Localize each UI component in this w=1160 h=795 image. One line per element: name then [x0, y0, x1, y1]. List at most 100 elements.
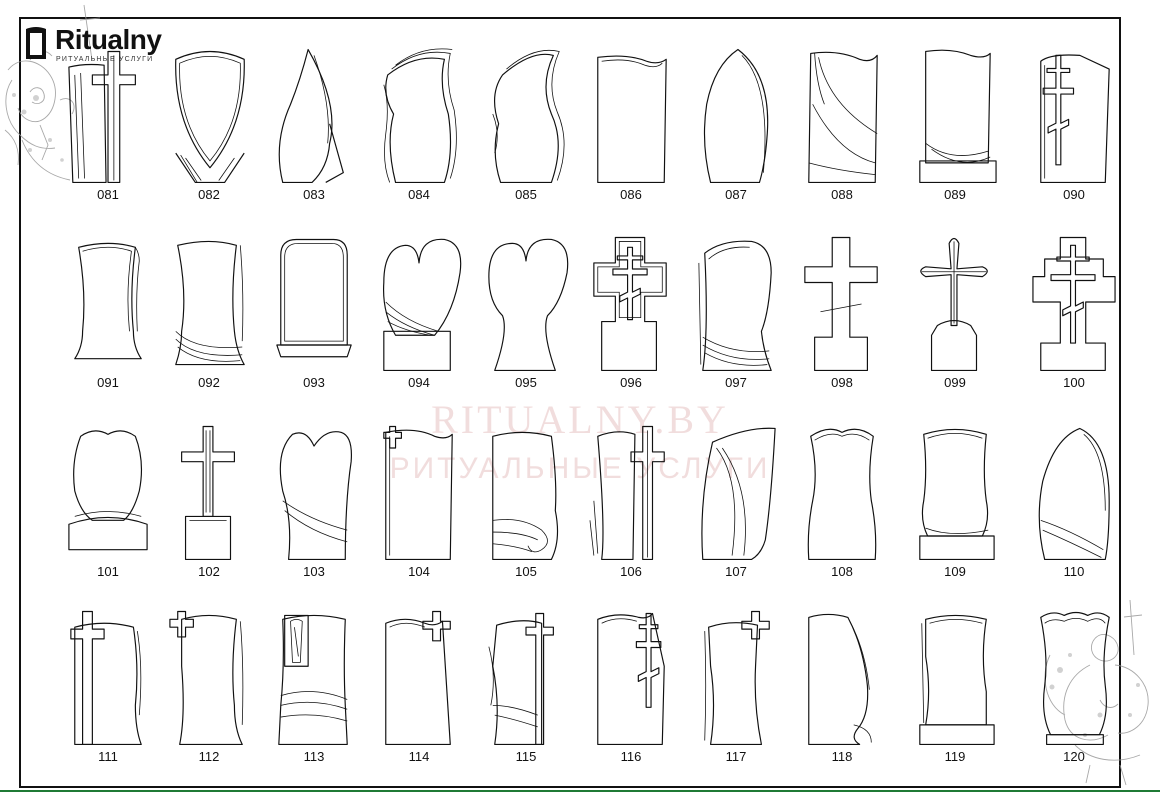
monument-code-label: 101 — [97, 564, 119, 579]
monument-outline-rounded-base — [919, 428, 995, 561]
brand-subtitle: РИТУАЛЬНЫЕ УСЛУГИ — [56, 56, 154, 63]
monument-code-label: 114 — [408, 749, 430, 764]
brand-logo: Ritualny РИТУАЛЬНЫЕ УСЛУГИ — [22, 22, 182, 70]
monument-item-089: 089 — [900, 44, 1010, 224]
monument-item-082: 082 — [154, 44, 264, 224]
monument-code-label: 116 — [620, 749, 642, 764]
monument-code-label: 102 — [198, 564, 220, 579]
monument-code-label: 119 — [944, 749, 966, 764]
monument-item-083: 083 — [259, 44, 369, 224]
monument-item-103: 103 — [259, 421, 369, 601]
monument-item-086: 086 — [576, 44, 686, 224]
monument-code-label: 095 — [515, 375, 537, 390]
monument-item-095: 095 — [471, 232, 581, 412]
monument-code-label: 081 — [97, 187, 119, 202]
monument-outline-ortho-cross-slab — [1040, 54, 1110, 184]
monument-outline-curved-top-base — [919, 614, 995, 746]
monument-item-101: 101 — [53, 421, 163, 601]
monument-outline-heart-base — [382, 238, 462, 372]
monument-code-label: 089 — [944, 187, 966, 202]
monument-outline-cross-block — [593, 236, 667, 372]
monument-item-106: 106 — [576, 421, 686, 601]
monument-code-label: 099 — [944, 375, 966, 390]
monument-code-label: 118 — [831, 749, 853, 764]
monument-outline-plain-cross-slab — [70, 610, 142, 746]
monument-outline-hook-bottom — [808, 613, 872, 746]
monument-outline-flag-top — [597, 55, 667, 184]
monument-code-label: 088 — [831, 187, 853, 202]
monument-item-100: 100 — [1019, 232, 1129, 412]
monument-item-108: 108 — [787, 421, 897, 601]
monument-item-111: 111 — [53, 606, 163, 786]
monument-code-label: 105 — [515, 564, 537, 579]
monument-code-label: 091 — [97, 375, 119, 390]
monument-code-label: 106 — [620, 564, 642, 579]
monument-item-097: 097 — [681, 232, 791, 412]
monument-item-084: 084 — [364, 44, 474, 224]
monument-item-115: 115 — [471, 606, 581, 786]
monument-code-label: 082 — [198, 187, 220, 202]
monument-outline-heart-stem — [488, 238, 569, 372]
monument-item-096: 096 — [576, 232, 686, 412]
monument-outline-arched-frame — [276, 238, 352, 358]
monument-code-label: 084 — [408, 187, 430, 202]
monument-code-label: 086 — [620, 187, 642, 202]
monument-code-label: 117 — [725, 749, 747, 764]
monument-item-114: 114 — [364, 606, 474, 786]
monument-item-112: 112 — [154, 606, 264, 786]
monument-code-label: 103 — [303, 564, 325, 579]
monument-outline-hood-drape — [698, 240, 772, 372]
monument-item-105: 105 — [471, 421, 581, 601]
monument-outline-flag-cross — [385, 610, 451, 746]
monument-outline-slab-cross-right — [589, 425, 665, 561]
monument-code-label: 108 — [831, 564, 853, 579]
monument-item-109: 109 — [900, 421, 1010, 601]
monument-code-label: 115 — [515, 749, 537, 764]
monument-outline-tulip — [68, 430, 148, 551]
monument-outline-leaf-drape — [1038, 427, 1110, 561]
monument-item-117: 117 — [681, 606, 791, 786]
monument-outline-heart-wave — [279, 431, 352, 561]
monument-code-label: 113 — [303, 749, 325, 764]
monument-outline-shield-fan — [175, 50, 245, 184]
bottom-rule — [0, 790, 1160, 792]
monument-code-label: 087 — [725, 187, 747, 202]
monument-item-091: 091 — [53, 232, 163, 412]
logo-mark-icon — [26, 27, 46, 59]
monument-outline-drape-base — [919, 49, 997, 184]
monument-outline-book-cross — [68, 50, 136, 184]
monument-item-087: 087 — [681, 44, 791, 224]
monument-outline-wave-layered — [383, 48, 457, 184]
monument-outline-cross-corner-slab — [169, 610, 244, 746]
catalog-frame — [19, 17, 1121, 788]
monument-item-118: 118 — [787, 606, 897, 786]
monument-code-label: 112 — [198, 749, 220, 764]
monument-outline-ortho-cross-block — [1032, 236, 1116, 372]
monument-code-label: 120 — [1063, 749, 1085, 764]
monument-item-116: 116 — [576, 606, 686, 786]
monument-item-085: 085 — [471, 44, 581, 224]
monument-item-110: 110 — [1019, 421, 1129, 601]
monument-code-label: 097 — [725, 375, 747, 390]
monument-item-090: 090 — [1019, 44, 1129, 224]
monument-outline-thin-cross — [181, 425, 235, 561]
monument-item-093: 093 — [259, 232, 369, 412]
monument-code-label: 100 — [1063, 375, 1085, 390]
monument-code-label: 093 — [303, 375, 325, 390]
monument-outline-simple-cross — [804, 236, 878, 372]
monument-outline-leaf — [703, 48, 769, 184]
angel-decoration-right — [1044, 599, 1149, 786]
monument-code-label: 090 — [1063, 187, 1085, 202]
monument-outline-curved-slab — [74, 242, 142, 360]
monument-outline-vase-scallop — [1040, 611, 1110, 746]
monument-item-088: 088 — [787, 44, 897, 224]
monument-code-label: 109 — [944, 564, 966, 579]
monument-item-094: 094 — [364, 232, 474, 412]
monument-code-label: 111 — [98, 749, 118, 764]
monument-code-label: 107 — [725, 564, 747, 579]
monument-code-label: 098 — [831, 375, 853, 390]
brand-name: Ritualny — [55, 24, 162, 55]
monument-outline-curved-drape — [175, 240, 245, 366]
monument-code-label: 083 — [303, 187, 325, 202]
